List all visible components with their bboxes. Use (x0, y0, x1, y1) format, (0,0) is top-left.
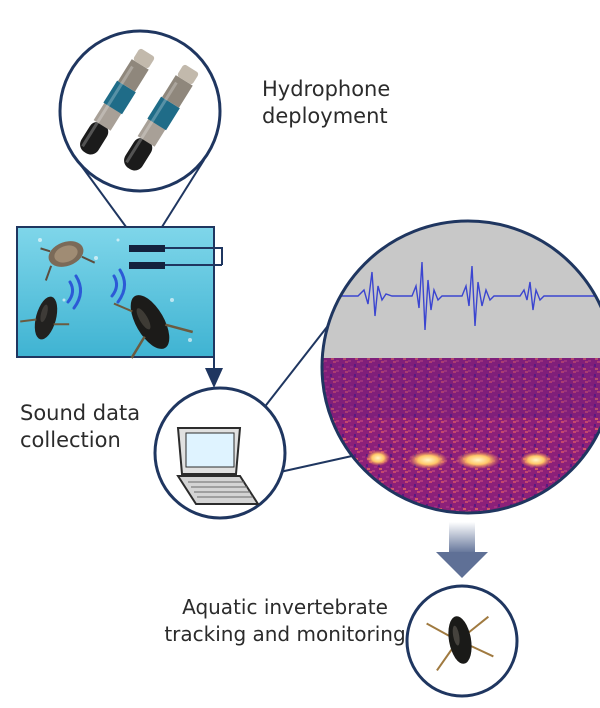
beetle-circle (405, 584, 519, 698)
signal-circle (320, 219, 600, 515)
hydrophone-marker (129, 245, 165, 269)
spectrogram-hotspots (366, 450, 552, 469)
tracking-monitoring-label: Aquatic invertebrate tracking and monito… (100, 594, 470, 648)
hydrophone-label-line-1: Hydrophone (262, 77, 391, 101)
water-beetle-left (20, 296, 70, 340)
sound-label-line-2: collection (20, 428, 121, 452)
waveform-panel (322, 221, 600, 358)
water-beetle-icon (426, 615, 494, 672)
hydrophone-label-line-2: deployment (262, 104, 388, 128)
sound-label-line-1: Sound data (20, 401, 141, 425)
hydrophone-circle (58, 29, 222, 193)
sound-data-collection-label: Sound data collection (20, 400, 140, 454)
arrow-to-laptop (205, 368, 223, 388)
laptop-circle (153, 386, 287, 520)
laptop-icon (176, 427, 260, 505)
cable-connector (165, 247, 223, 370)
down-arrow-icon (436, 522, 488, 578)
waveform-trace (330, 261, 600, 331)
sound-wave-icon (66, 268, 126, 310)
tracking-label-line-1: Aquatic invertebrate (182, 595, 388, 619)
water-bug-top (40, 241, 96, 281)
tracking-label-line-2: tracking and monitoring (164, 622, 406, 646)
hydrophone-pair-icon (80, 48, 199, 171)
water-beetle-right (113, 295, 194, 359)
hydrophone-deployment-label: Hydrophone deployment (262, 76, 390, 130)
